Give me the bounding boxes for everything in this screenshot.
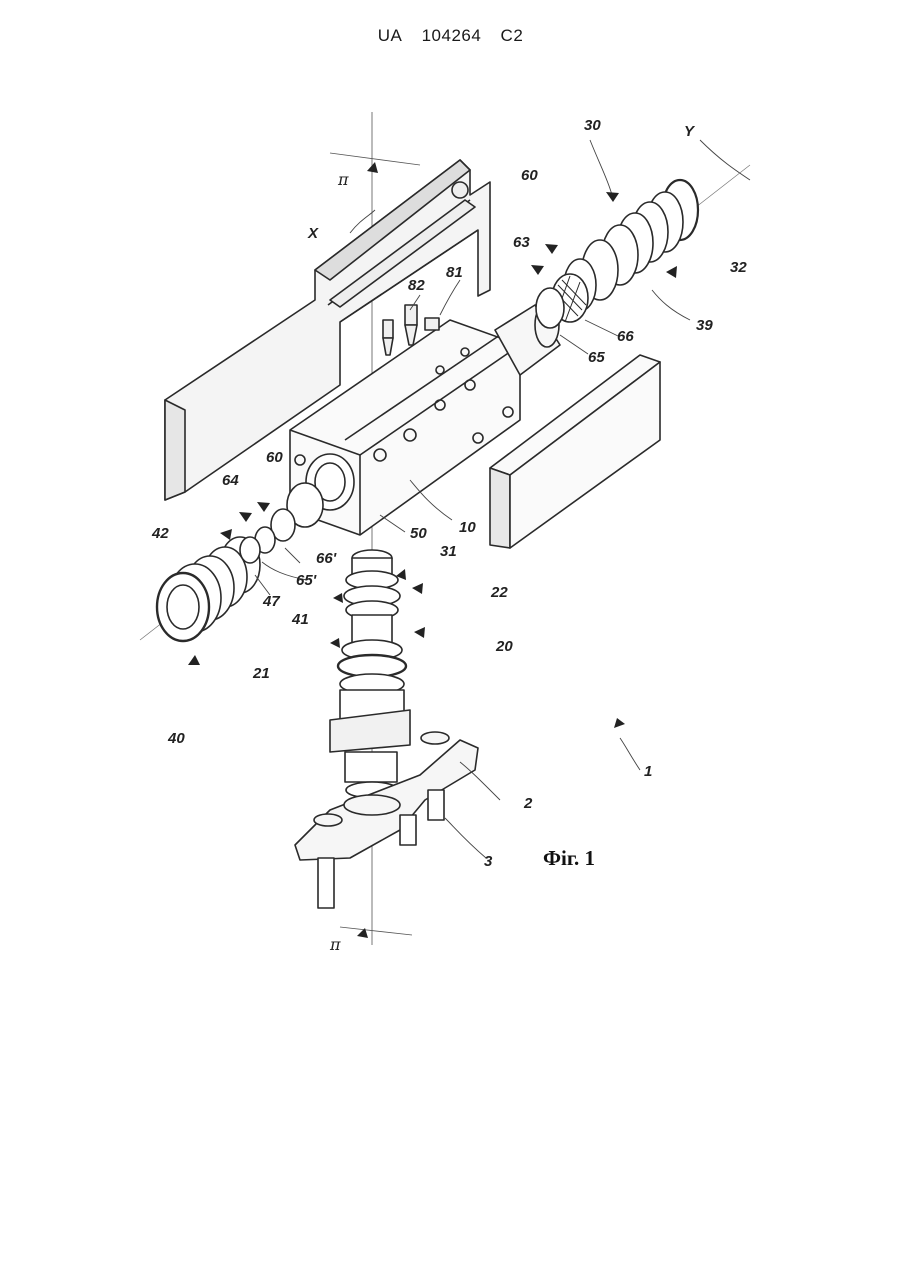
ref-32: 32: [730, 259, 747, 276]
ref-82: 82: [408, 277, 425, 294]
ref-22: 22: [490, 584, 508, 601]
ref-64: 64: [222, 472, 239, 489]
plane-label-bottom: π: [329, 935, 341, 954]
ref-3: 3: [484, 853, 493, 870]
ref-63: 63: [513, 234, 530, 251]
ref-30: 30: [584, 117, 601, 134]
filter-60-left: [240, 483, 323, 563]
ref-2: 2: [523, 795, 533, 812]
filter-60-right: [536, 274, 588, 328]
ref-21: 21: [252, 665, 270, 682]
figure-caption: Фіг. 1: [543, 846, 595, 870]
ref-20: 20: [495, 638, 513, 655]
ref-66: 66: [617, 328, 634, 345]
ref-41: 41: [291, 611, 309, 628]
ref-60-left: 60: [266, 449, 283, 466]
axis-label-x: X: [307, 225, 319, 242]
ref-65: 65: [588, 349, 605, 366]
column-20: [330, 550, 410, 798]
ref-10: 10: [459, 519, 476, 536]
ref-39: 39: [696, 317, 713, 334]
ref-50: 50: [410, 525, 427, 542]
axis-label-y: Y: [684, 123, 696, 140]
ref-47: 47: [262, 593, 280, 610]
ref-65-prime: 65': [296, 572, 317, 589]
ref-31: 31: [440, 543, 457, 560]
ref-1: 1: [644, 763, 652, 780]
ref-60-right: 60: [521, 167, 538, 184]
plane-label-top: π: [337, 170, 349, 189]
ref-42: 42: [151, 525, 169, 542]
ref-81: 81: [446, 264, 463, 281]
ref-40: 40: [167, 730, 185, 747]
ref-66-prime: 66': [316, 550, 337, 567]
